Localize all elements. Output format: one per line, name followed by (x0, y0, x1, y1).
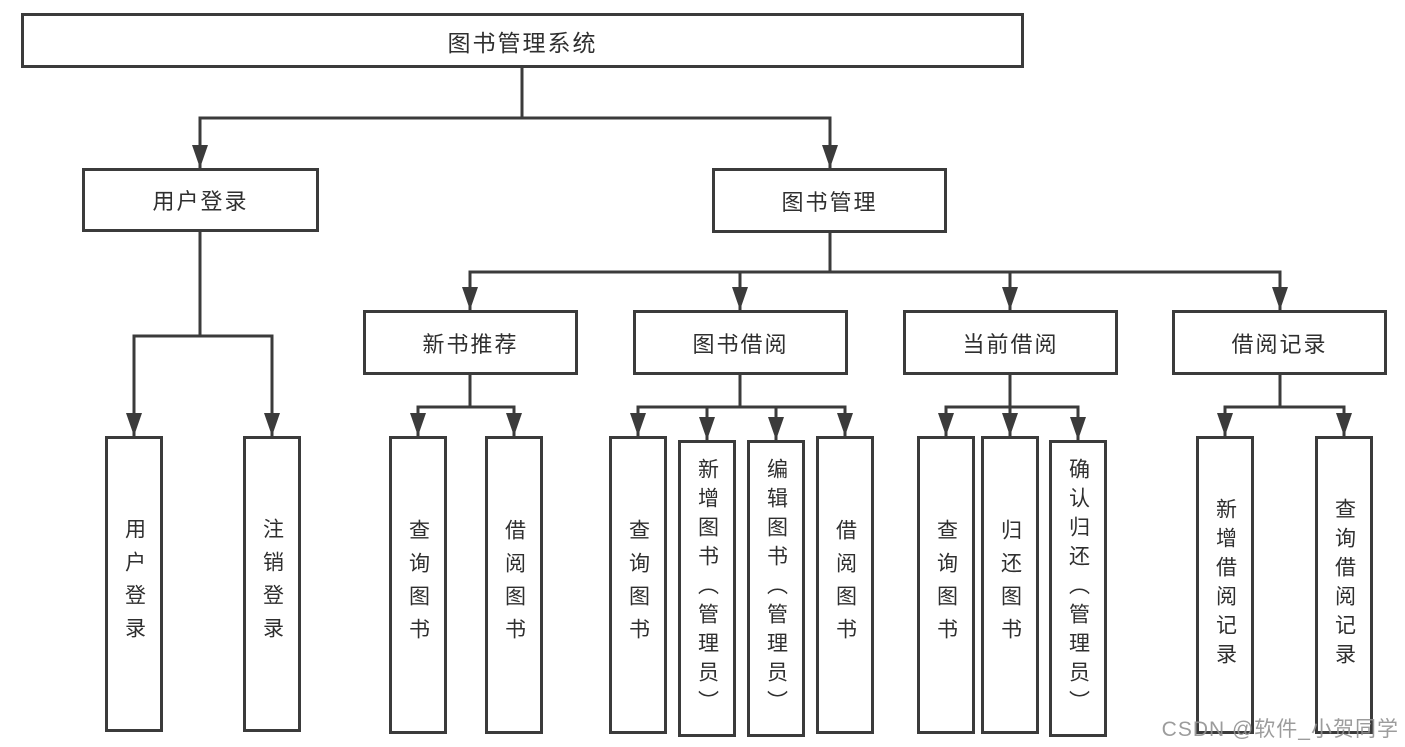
node-book-borrowing: 图书借阅 (633, 310, 848, 375)
leaf-query-books-current: 查询图书 (917, 436, 975, 734)
leaf-confirm-return-admin: 确认归还（管理员） (1049, 440, 1107, 737)
leaf-edit-books-admin: 编辑图书（管理员） (747, 440, 805, 737)
leaf-query-books-borrowing: 查询图书 (609, 436, 667, 734)
node-borrowing-records: 借阅记录 (1172, 310, 1387, 375)
leaf-query-books-recommendation: 查询图书 (389, 436, 447, 734)
node-new-book-recommendation: 新书推荐 (363, 310, 578, 375)
leaf-add-borrowing-record: 新增借阅记录 (1196, 436, 1254, 734)
leaf-borrow-books: 借阅图书 (816, 436, 874, 734)
node-user-login: 用户登录 (82, 168, 319, 232)
node-library-management-system: 图书管理系统 (21, 13, 1024, 68)
leaf-logout: 注销登录 (243, 436, 301, 732)
leaf-user-login: 用户登录 (105, 436, 163, 732)
node-book-management: 图书管理 (712, 168, 947, 233)
node-current-borrowing: 当前借阅 (903, 310, 1118, 375)
leaf-add-books-admin: 新增图书（管理员） (678, 440, 736, 737)
leaf-borrow-books-recommendation: 借阅图书 (485, 436, 543, 734)
leaf-query-borrowing-record: 查询借阅记录 (1315, 436, 1373, 734)
csdn-watermark: CSDN @软件_小贺同学 (1161, 718, 1399, 741)
leaf-return-books: 归还图书 (981, 436, 1039, 734)
